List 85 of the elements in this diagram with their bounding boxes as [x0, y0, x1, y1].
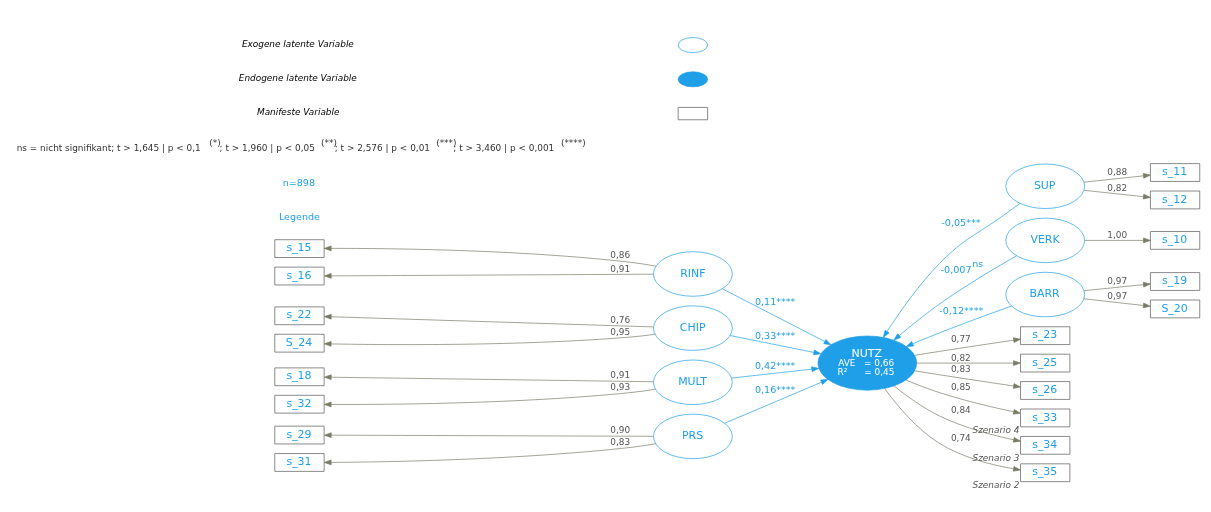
edge-label: 0,83 — [950, 363, 971, 374]
node-box: s_35 — [1020, 463, 1071, 482]
arrow — [914, 336, 1021, 356]
node-box: s_32 — [274, 394, 325, 413]
node-ellipse: MULT — [653, 359, 733, 405]
legend-label: Manifeste Variable — [256, 106, 340, 117]
edge-label: 0,83 — [610, 436, 631, 447]
arrow — [1083, 281, 1151, 291]
node-ellipse: BARR — [1005, 271, 1085, 317]
node-ellipse: PRS — [653, 413, 733, 459]
node-box: s_34 — [1020, 435, 1071, 455]
edge-label: 0,91 — [610, 369, 631, 380]
node-box: s_33 — [1020, 408, 1071, 427]
node-box: s_16 — [274, 266, 325, 285]
edge-label: -0,12**** — [939, 304, 984, 316]
edge-label: 0,90 — [610, 424, 631, 435]
legend-label: Exogene latente Variable — [241, 38, 354, 49]
arrow — [324, 374, 654, 382]
edge-label: 0,86 — [610, 249, 631, 260]
arrow — [893, 385, 1021, 442]
node-label: Szenario 4 — [972, 424, 1020, 435]
arrow — [724, 378, 829, 424]
edge-label: 0,91 — [610, 263, 631, 274]
node-box: s_29 — [274, 425, 325, 444]
node-box: s_11 — [1150, 162, 1201, 182]
edge-label: 0,74 — [950, 432, 971, 443]
edge-label: 0,77 — [950, 333, 971, 344]
arrow — [914, 369, 1021, 389]
arrow — [906, 305, 1012, 347]
node-box: s_10 — [1150, 230, 1201, 250]
edge-label: 0,11**** — [754, 295, 796, 307]
arrow — [1083, 189, 1151, 199]
edge-label: 0,93 — [610, 381, 631, 392]
node-box: s_31 — [274, 452, 325, 472]
arrow — [893, 255, 1017, 340]
edge-label: 0,97 — [1107, 290, 1128, 301]
node-box: s_15 — [274, 238, 325, 258]
arrow — [722, 287, 832, 345]
edge-label: 0,84 — [950, 404, 971, 415]
edge-label: 0,16**** — [754, 383, 796, 395]
node-box: s_25 — [1020, 353, 1071, 372]
arrow — [1084, 237, 1151, 243]
edge-label: -0,05*** — [941, 216, 981, 228]
node-box: s_22 — [274, 306, 325, 325]
arrow — [323, 388, 656, 407]
arrow — [884, 387, 1021, 472]
edge-label: 0,85 — [950, 381, 971, 392]
node-box: s_26 — [1020, 380, 1071, 400]
node-box: s_18 — [274, 367, 325, 386]
node-box: s_12 — [1150, 190, 1201, 209]
edge-label: 0,88 — [1107, 166, 1128, 177]
arrow — [1083, 297, 1151, 308]
node-box: S_24 — [274, 333, 325, 352]
arrow — [905, 379, 1021, 414]
legend-label: Endogene latente Variable — [238, 72, 357, 83]
node-label: Szenario 2 — [972, 479, 1020, 490]
edge-label: 0,95 — [610, 326, 631, 337]
node-ellipse: RINF — [653, 250, 733, 297]
arrow — [324, 272, 654, 279]
arrow — [729, 334, 822, 355]
arrow — [323, 333, 656, 347]
arrow — [324, 431, 654, 438]
label: n=898 — [282, 176, 316, 188]
arrow — [883, 202, 1021, 338]
arrow — [731, 365, 819, 378]
label: Legende — [278, 210, 320, 222]
edge-label: 0,76 — [610, 314, 631, 325]
edge-label: 0,82 — [1107, 182, 1128, 193]
node-box: s_23 — [1020, 325, 1071, 345]
arrow — [323, 442, 656, 465]
node-box: S_20 — [1150, 299, 1201, 318]
arrow — [1083, 172, 1151, 182]
edge-label: 1,00 — [1107, 229, 1128, 240]
edge-label: 0,33**** — [754, 329, 796, 341]
node-ellipse: CHIP — [653, 305, 733, 351]
node-label: Szenario 3 — [972, 452, 1020, 463]
edge-label: 0,82 — [950, 352, 971, 363]
arrow — [916, 359, 1021, 366]
node-ellipse: VERK — [1005, 217, 1085, 263]
arrow — [324, 313, 654, 327]
node-box: s_19 — [1150, 271, 1201, 291]
arrow — [323, 245, 657, 266]
node-ellipse: SUP — [1005, 163, 1085, 209]
edge-label: 0,97 — [1107, 275, 1128, 286]
edge-label: 0,42**** — [754, 359, 796, 371]
